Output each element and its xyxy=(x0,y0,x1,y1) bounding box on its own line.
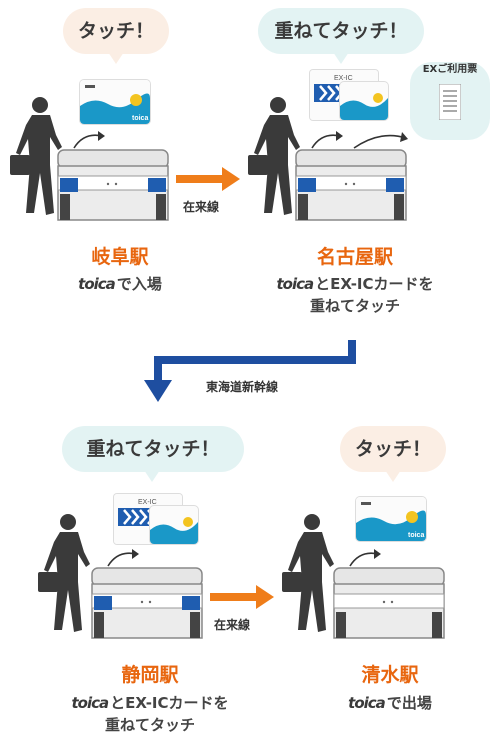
svg-text:toica: toica xyxy=(408,532,424,539)
toica-logo: toica xyxy=(276,275,314,293)
ticket-gate-1 xyxy=(57,149,169,221)
curved-arrow-icon-2 xyxy=(311,131,343,149)
route-label-shinkansen: 東海道新幹線 xyxy=(206,380,279,394)
toica-logo: toica xyxy=(348,694,386,712)
bubble-text: タッチ！ xyxy=(354,438,431,460)
toica-logo: toica xyxy=(78,275,116,293)
svg-text:EX-IC: EX-IC xyxy=(334,75,353,82)
orange-arrow-icon-1 xyxy=(176,167,240,191)
toica-card-4: toica xyxy=(356,497,426,541)
desc-line: 重ねてタッチ xyxy=(104,716,195,734)
desc-line: で出場 xyxy=(386,694,432,712)
curved-arrow-icon-4 xyxy=(349,549,381,567)
toica-card-1: toica xyxy=(80,80,150,124)
bubble-text: 重ねてタッチ！ xyxy=(274,20,408,42)
ticket-bubble: EXご利用票 xyxy=(410,62,490,140)
curved-arrow-icon-3 xyxy=(107,549,139,567)
bubble-text: タッチ！ xyxy=(77,20,154,42)
station-shimizu: 清水駅 xyxy=(361,664,419,686)
ticket-document-icon xyxy=(439,84,461,120)
speech-bubble-overlay-touch-2: 重ねてタッチ！ xyxy=(258,8,424,64)
desc-line: 重ねてタッチ xyxy=(309,297,400,315)
toica-card-3 xyxy=(150,506,198,544)
route-label-local-2: 在来線 xyxy=(214,618,251,632)
toica-logo: toica xyxy=(71,694,109,712)
svg-text:toica: toica xyxy=(132,115,148,122)
ticket-gate-4 xyxy=(333,567,445,639)
toica-card-graphic: toica xyxy=(80,80,150,124)
svg-text:EX-IC: EX-IC xyxy=(138,499,157,506)
bubble-text: 重ねてタッチ！ xyxy=(86,438,220,460)
speech-bubble-touch-1: タッチ！ xyxy=(63,8,169,64)
ticket-gate-3 xyxy=(91,567,203,639)
curved-arrow-icon-1 xyxy=(73,131,105,149)
desc-line: とEX-ICカードを xyxy=(315,275,434,293)
person-silhouette-1 xyxy=(10,97,62,215)
toica-card-2 xyxy=(340,82,388,120)
speech-bubble-touch-4: タッチ！ xyxy=(340,426,446,482)
speech-bubble-overlay-touch-3: 重ねてタッチ！ xyxy=(62,426,244,482)
desc-line: で入場 xyxy=(116,275,162,293)
person-silhouette-3 xyxy=(38,514,90,632)
curved-arrow-icon-ticket xyxy=(353,132,408,149)
person-silhouette-4 xyxy=(282,514,334,632)
blue-arrow-icon xyxy=(144,340,356,402)
station-shizuoka: 静岡駅 xyxy=(121,664,179,686)
station-nagoya: 名古屋駅 xyxy=(316,246,393,268)
ticket-gate-2 xyxy=(295,149,407,221)
station-gifu: 岐阜駅 xyxy=(91,246,149,268)
person-silhouette-2 xyxy=(248,97,300,215)
route-label-local-1: 在来線 xyxy=(183,200,220,214)
orange-arrow-icon-2 xyxy=(210,585,274,609)
ticket-label: EXご利用票 xyxy=(422,64,478,75)
desc-line: とEX-ICカードを xyxy=(110,694,229,712)
